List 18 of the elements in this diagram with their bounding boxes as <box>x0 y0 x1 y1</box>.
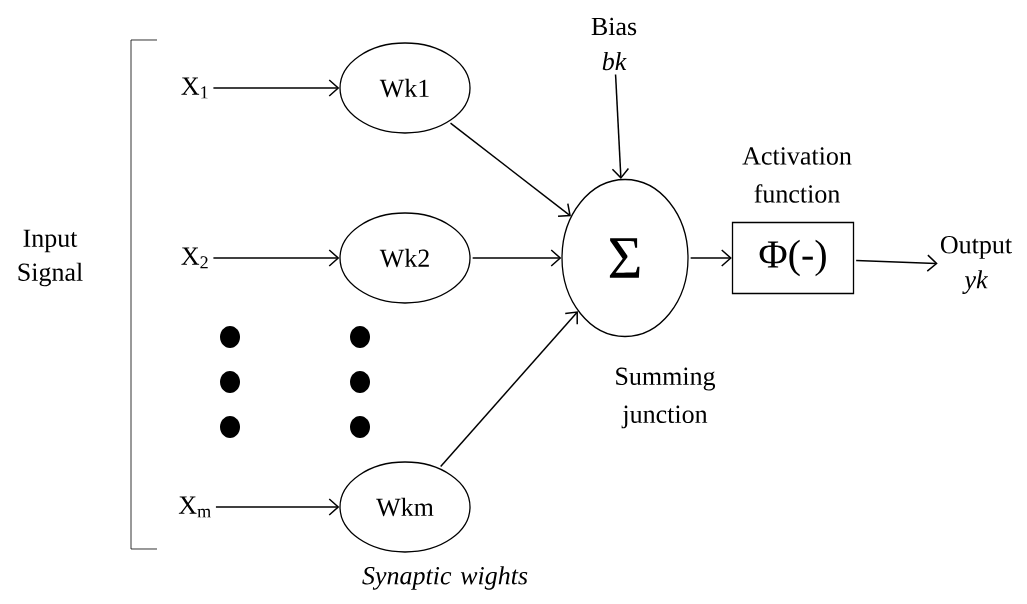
activation-label: Activation function <box>742 147 852 203</box>
input-label: X$_{2}$ <box>181 247 208 269</box>
arrow <box>689 249 732 267</box>
input-label: X$_{1}$ <box>181 77 208 99</box>
arrow <box>471 249 562 267</box>
arrow <box>439 311 578 468</box>
arrow <box>855 254 938 272</box>
summing-label: Summing junction <box>616 367 716 429</box>
arrow <box>212 79 340 97</box>
axis-label: Input Signal <box>18 229 83 287</box>
arrow <box>212 249 340 267</box>
output-label: Output yk <box>940 236 1012 294</box>
input-label: X$_{m}$ <box>178 496 211 518</box>
bias-label: Bias bk <box>591 17 637 71</box>
activation-box: Φ(-) <box>731 221 855 295</box>
arrow <box>449 122 571 218</box>
arrow <box>215 498 340 516</box>
arrow <box>611 73 630 179</box>
